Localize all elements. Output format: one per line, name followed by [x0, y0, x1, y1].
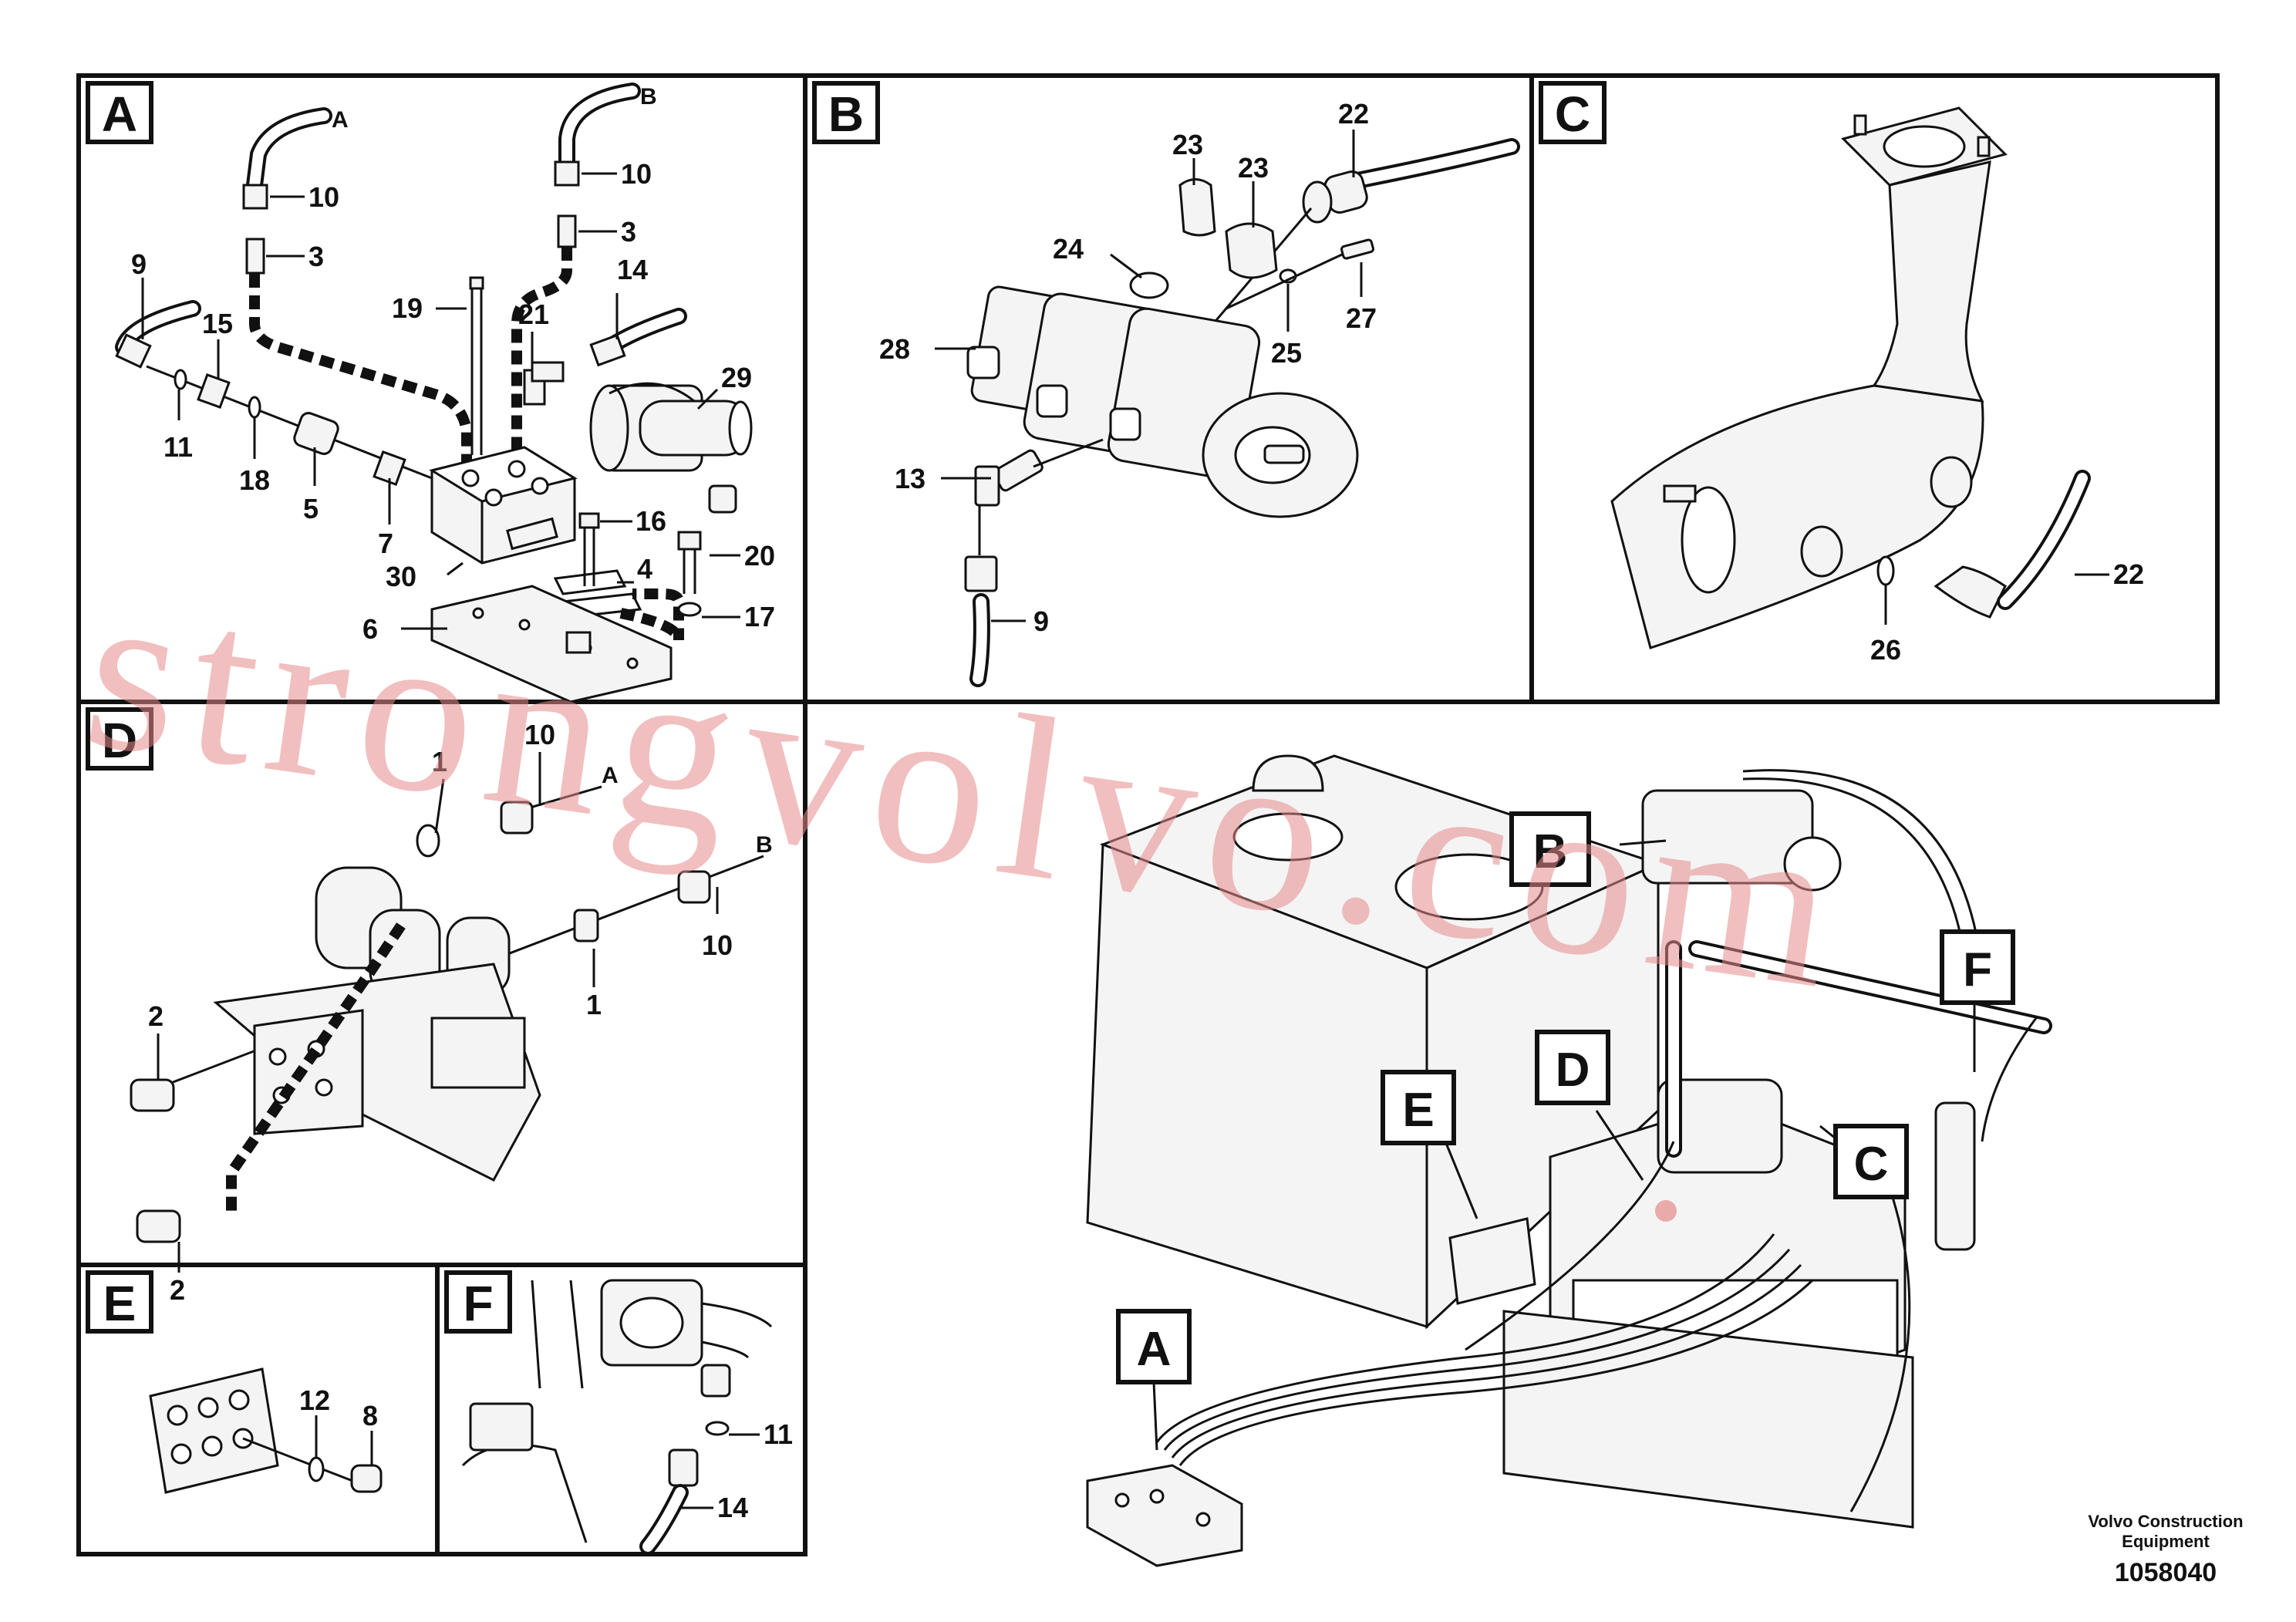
part-label: 5	[303, 493, 319, 524]
part-label: 22	[2113, 558, 2144, 590]
panel-a-hose-end-b: B	[640, 84, 657, 110]
part-label: 20	[744, 540, 775, 572]
part-label: 25	[1271, 337, 1302, 369]
panel-f-drawing: 11 14	[461, 1279, 793, 1555]
part-label: 2	[170, 1274, 185, 1306]
part-label: 27	[1346, 302, 1377, 334]
footer: Volvo Construction Equipment 1058040	[2088, 1512, 2243, 1587]
panel-a-drawing: A B 10 3 10 3 9 15 11 18 5 7 19 21 14 29…	[115, 83, 775, 703]
part-label: 9	[1033, 605, 1049, 637]
part-label: 9	[131, 248, 147, 280]
overview-callout-e: E	[1402, 1084, 1434, 1137]
part-label: 22	[1338, 98, 1369, 130]
part-label: 15	[202, 308, 233, 339]
panel-b-drawing: 23 23 22 24 28 25 27 13 9	[879, 98, 1520, 687]
footer-brand-line1: Volvo Construction	[2088, 1512, 2243, 1531]
panel-c-drawing: 22 26	[1610, 106, 2144, 666]
overview-callouts: B F E D C A	[1116, 811, 2015, 1451]
footer-brand-line2: Equipment	[2122, 1532, 2210, 1551]
overview-callout-a: A	[1137, 1323, 1172, 1376]
part-label: 6	[362, 613, 378, 645]
part-label: 3	[621, 216, 636, 248]
part-label: 13	[895, 463, 925, 494]
overview-callout-f: F	[1963, 943, 1992, 996]
part-label: 2	[148, 1000, 164, 1032]
part-label: 1	[432, 746, 447, 777]
part-label: 19	[392, 292, 423, 324]
part-label: 11	[164, 431, 193, 463]
panel-e-drawing: 12 8	[149, 1367, 383, 1494]
panel-a-letter: A	[102, 86, 137, 142]
part-label: 30	[386, 561, 416, 592]
panel-d-drawing: 10 1 10 1 2 2 A B	[130, 719, 773, 1306]
part-label: 10	[308, 181, 339, 213]
part-label: 7	[378, 528, 393, 559]
panel-d-hose-end-a: A	[602, 763, 619, 788]
panel-e-letter: E	[103, 1276, 137, 1331]
panel-d-letter: D	[102, 713, 137, 768]
part-label: 23	[1238, 152, 1269, 184]
part-label: 28	[879, 333, 910, 365]
panel-b-letter: B	[828, 86, 864, 142]
part-label: 14	[617, 254, 648, 285]
part-label: 8	[362, 1400, 378, 1431]
panel-c-frame	[1529, 73, 2220, 704]
part-label: 24	[1053, 233, 1084, 265]
part-label: 17	[744, 601, 775, 632]
part-label: 10	[524, 719, 555, 750]
overview-callout-d: D	[1556, 1044, 1590, 1097]
panel-f-frame	[435, 1263, 807, 1556]
panel-letters: A B C D E F	[86, 81, 1607, 1334]
part-label: 14	[717, 1492, 748, 1523]
part-label: 11	[764, 1418, 793, 1450]
part-label: 16	[636, 505, 666, 537]
part-label: 29	[721, 362, 752, 393]
panel-frames	[76, 73, 2220, 1556]
part-label: 10	[621, 158, 652, 190]
part-label: 1	[586, 989, 602, 1020]
part-label: 3	[308, 241, 324, 272]
panel-d-hose-end-b: B	[756, 832, 773, 858]
panel-c-letter: C	[1555, 86, 1590, 142]
part-label: 10	[702, 929, 733, 961]
part-label: 23	[1172, 129, 1203, 160]
part-label: 4	[637, 553, 652, 585]
part-label: 21	[518, 298, 549, 330]
footer-drawing-number: 1058040	[2115, 1558, 2217, 1587]
part-label: 26	[1870, 634, 1901, 666]
part-label: 12	[299, 1384, 330, 1416]
panel-a-hose-end-a: A	[332, 107, 349, 133]
panel-f-letter: F	[463, 1276, 493, 1331]
part-label: 18	[239, 464, 270, 496]
overview-callout-b: B	[1533, 825, 1568, 878]
overview-callout-c: C	[1854, 1138, 1889, 1191]
